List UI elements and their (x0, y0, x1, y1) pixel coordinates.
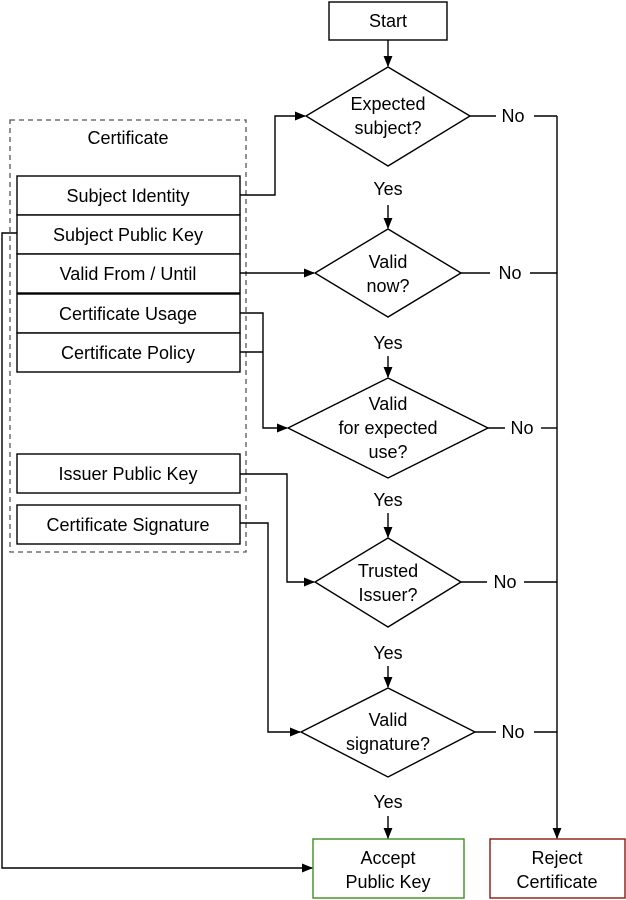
svg-text:Valid: Valid (369, 710, 408, 730)
field-certificate-usage: Certificate Usage (16, 293, 241, 334)
yes-label: Yes (373, 179, 402, 199)
field-valid-from-until: Valid From / Until (16, 253, 241, 294)
yes-label: Yes (373, 792, 402, 812)
no-label: No (498, 263, 521, 283)
svg-text:Accept: Accept (360, 848, 415, 868)
connector-certificate-signature (240, 522, 302, 737)
svg-text:signature?: signature? (346, 734, 430, 754)
svg-text:Start: Start (369, 11, 407, 31)
svg-text:Issuer?: Issuer? (358, 585, 417, 605)
certificate-container (9, 119, 247, 553)
connector-issuer-public-key (240, 473, 316, 587)
svg-text:Subject Identity: Subject Identity (66, 186, 189, 206)
svg-text:Certificate Policy: Certificate Policy (61, 343, 195, 363)
svg-text:Certificate: Certificate (516, 872, 597, 892)
svg-text:now?: now? (366, 276, 409, 296)
connector-subject-identity (240, 111, 307, 196)
start-node: Start (328, 1, 448, 41)
yes-label: Yes (373, 333, 402, 353)
no-label: No (493, 572, 516, 592)
field-issuer-public-key: Issuer Public Key (16, 453, 241, 494)
svg-text:subject?: subject? (354, 118, 421, 138)
yes-label: Yes (373, 643, 402, 663)
decision-valid-signature: Valid signature? (299, 687, 477, 778)
decision-trusted-issuer: Trusted Issuer? (313, 537, 463, 628)
connector-certificate-usage (240, 312, 289, 433)
svg-text:Valid From / Until: Valid From / Until (60, 264, 197, 284)
field-subject-identity: Subject Identity (16, 175, 241, 216)
svg-text:Subject Public Key: Subject Public Key (53, 225, 203, 245)
yes-label: Yes (373, 490, 402, 510)
svg-text:Trusted: Trusted (358, 561, 418, 581)
field-subject-public-key: Subject Public Key (16, 214, 241, 255)
svg-text:Certificate Usage: Certificate Usage (59, 304, 197, 324)
certificate-title: Certificate (87, 128, 168, 148)
svg-text:Public Key: Public Key (345, 872, 430, 892)
field-certificate-policy: Certificate Policy (16, 332, 241, 373)
no-label: No (510, 418, 533, 438)
svg-text:Certificate Signature: Certificate Signature (46, 515, 209, 535)
connector-subject-public-key (1, 232, 314, 873)
svg-text:Reject: Reject (531, 848, 582, 868)
svg-text:for expected: for expected (338, 418, 437, 438)
outcome-reject-certificate: Reject Certificate (489, 838, 626, 899)
field-certificate-signature: Certificate Signature (16, 504, 241, 545)
svg-text:use?: use? (368, 442, 407, 462)
svg-text:Valid: Valid (369, 252, 408, 272)
no-label: No (501, 106, 524, 126)
svg-text:Valid: Valid (369, 394, 408, 414)
decision-expected-subject: Expected subject? (304, 66, 472, 167)
outcome-accept-public-key: Accept Public Key (312, 838, 465, 899)
svg-text:Expected: Expected (350, 94, 425, 114)
svg-text:Issuer Public Key: Issuer Public Key (58, 464, 197, 484)
no-label: No (501, 722, 524, 742)
decision-valid-now: Valid now? (313, 228, 463, 318)
decision-valid-for-expected-use: Valid for expected use? (286, 377, 490, 479)
